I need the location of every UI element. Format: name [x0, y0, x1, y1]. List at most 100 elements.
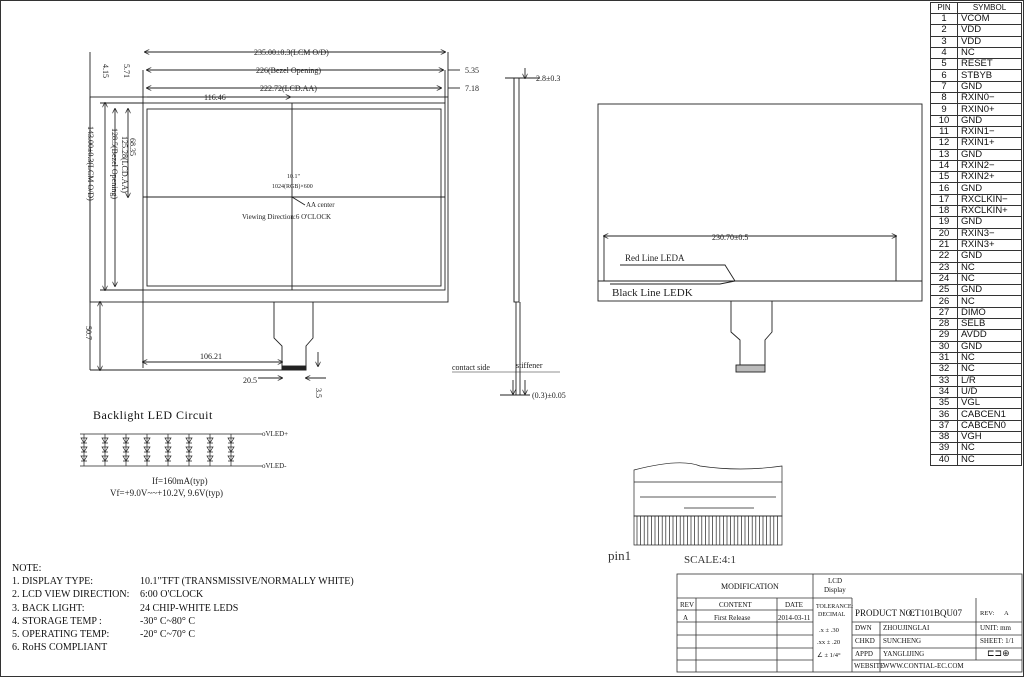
pin-number: 3: [930, 35, 958, 48]
side-view-labels: 2.8±0.3 contact side stiffener (0.3)±0.0…: [452, 74, 566, 400]
pin-number: 39: [930, 442, 958, 455]
dim-offset-right-1: 5.35: [465, 66, 479, 75]
dim-offset-left-1: 4.15: [101, 64, 110, 78]
panel-resolution: 1024(RGB)×600: [272, 183, 313, 190]
led-string: [227, 434, 235, 466]
panel-size: 10.1": [287, 174, 301, 180]
tb-rev-header: REV: [680, 601, 694, 609]
pin-number: 26: [930, 295, 958, 308]
pin-symbol: RXIN1−: [957, 125, 1022, 139]
pin-symbol: RXIN1+: [957, 137, 1022, 150]
pin-number: 37: [930, 419, 958, 432]
dim-aa-width: 222.72(LCD.AA): [260, 84, 317, 93]
pin-number: 4: [930, 46, 958, 60]
lcm-outline: [89, 96, 449, 303]
fpc-tail: [273, 302, 314, 371]
pin-number: 21: [930, 238, 958, 252]
pin-symbol: GND: [957, 182, 1022, 195]
pin-number: 22: [930, 250, 958, 263]
note-value: 24 CHIP-WHITE LEDS: [140, 602, 239, 614]
pin-symbol: SELB: [957, 318, 1022, 331]
pin-symbol: VDD: [957, 35, 1022, 48]
note-item: 5. OPERATING TEMP:-20° C~70° C: [12, 628, 354, 641]
pin-symbol: L/R: [957, 374, 1022, 387]
dim-backlight-width: 230.70±0.5: [712, 233, 748, 242]
tb-website: WWW.CONTIAL-EC.COM: [883, 662, 964, 670]
pin-symbol: RXCLKIN+: [957, 205, 1022, 218]
pin-symbol: VDD: [957, 24, 1022, 37]
pin-number: 20: [930, 227, 958, 240]
title-block-lines: [676, 573, 1023, 673]
tb-product-label: PRODUCT NO:: [855, 608, 915, 618]
note-item: 2. LCD VIEW DIRECTION:6:00 O'CLOCK: [12, 588, 354, 601]
dim-offset-right-2: 7.18: [465, 84, 479, 93]
pin-number: 11: [930, 125, 958, 139]
pin-number: 34: [930, 385, 958, 399]
note-key: 1. DISPLAY TYPE:: [12, 576, 94, 588]
black-line-label: Black Line LEDK: [612, 287, 693, 299]
note-item: 3. BACK LIGHT:24 CHIP-WHITE LEDS: [12, 602, 354, 615]
tb-appd: APPD: [855, 650, 873, 658]
dim-aa-height: 125.28(LCD.AA): [120, 136, 129, 193]
pin-symbol: RXIN3+: [957, 238, 1022, 252]
fpc-finger-area: [633, 515, 783, 546]
led-string: [206, 434, 214, 466]
pin-number: 13: [930, 148, 958, 161]
pin-number: 27: [930, 306, 958, 320]
pin-symbol: VGH: [957, 430, 1022, 444]
dim-fpc-width: 20.5: [243, 376, 257, 385]
note-value: 10.1"TFT (TRANSMISSIVE/NORMALLY WHITE): [140, 576, 354, 588]
contact-side-label: contact side: [452, 363, 490, 372]
tb-rev: A: [683, 614, 689, 622]
led-circuit: [80, 433, 262, 467]
note-item: 1. DISPLAY TYPE: 10.1"TFT (TRANSMISSIVE/N…: [12, 575, 354, 588]
tb-date: 2014-03-11: [778, 614, 811, 622]
dim-aa-center-y: 68.35: [128, 138, 137, 156]
pin-symbol: GND: [957, 216, 1022, 229]
dim-lcm-height: 143.00±0.3(LCM O/D): [86, 126, 95, 201]
pin-symbol: STBYB: [957, 69, 1022, 82]
led-string: [101, 434, 109, 466]
led-string: [164, 434, 172, 466]
symbol-header: SYMBOL: [957, 2, 1022, 14]
led-string: [143, 434, 151, 466]
pin-symbol: NC: [957, 351, 1022, 365]
pin-symbol: RXIN2+: [957, 171, 1022, 184]
tb-content: First Release: [714, 614, 751, 622]
pin-number: 8: [930, 92, 958, 105]
active-area: [146, 108, 442, 287]
pin-symbol: U/D: [957, 385, 1022, 399]
pin-symbol: CABCEN1: [957, 408, 1022, 421]
vled-plus-label: oVLED+: [262, 430, 288, 438]
red-line-label: Red Line LEDA: [625, 253, 685, 263]
pin-symbol: NC: [957, 295, 1022, 308]
pin-symbol: GND: [957, 284, 1022, 297]
pin-number: 36: [930, 408, 958, 421]
side-view: [452, 68, 560, 396]
pin-number: 1: [930, 12, 958, 26]
tb-product: CT101BQU07: [909, 608, 963, 618]
dim-thickness: 2.8±0.3: [536, 74, 560, 83]
led-circuit-title: Backlight LED Circuit: [93, 408, 213, 422]
tb-modification: MODIFICATION: [721, 582, 779, 591]
pin-symbol: NC: [957, 453, 1022, 466]
tb-website-label: WEBSITE: [854, 662, 885, 670]
pin-number: 14: [930, 159, 958, 173]
